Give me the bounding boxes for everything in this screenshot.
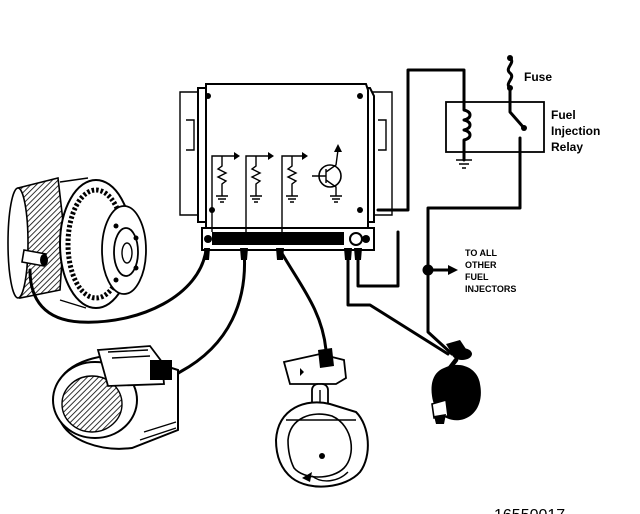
internal-resistor-3 — [281, 152, 308, 232]
crankshaft-flywheel — [7, 177, 147, 309]
injectors-label-line1: TO ALL — [465, 248, 497, 258]
ecu-to-relay-control-wire — [356, 230, 400, 288]
fuse-label: Fuse — [524, 70, 552, 84]
injectors-label-line3: FUEL — [465, 272, 489, 282]
relay-label-line1: Fuel — [551, 108, 576, 122]
relay-label-line2: Injection — [551, 124, 600, 138]
relay-to-ecu-power-wire — [376, 68, 466, 212]
injectors-label-line2: OTHER — [465, 260, 497, 270]
figure-number: 16550017 — [494, 507, 565, 514]
air-flow-meter — [52, 345, 179, 450]
internal-resistor-2 — [245, 152, 274, 232]
other-injectors-label: TO ALL OTHER FUEL INJECTORS — [465, 248, 516, 294]
ecu-wire-plugs — [204, 248, 362, 260]
relay-to-injector-wire — [422, 158, 522, 356]
ecu-to-distributor-wire — [278, 248, 328, 352]
ecu-to-injector-wire — [346, 248, 450, 356]
fuse: Fuse — [506, 55, 552, 91]
distributor-sensor — [274, 348, 369, 488]
fuel-injection-relay: Fuel Injection Relay — [445, 86, 600, 169]
relay-label-line3: Relay — [551, 140, 583, 154]
internal-resistor-1 — [211, 152, 240, 232]
ecu-to-airflow-meter-wire — [166, 248, 247, 382]
ecu-to-crank-sensor-wire — [28, 248, 208, 324]
fuel-injector — [431, 340, 481, 424]
injectors-label-line4: INJECTORS — [465, 284, 516, 294]
internal-transistor — [312, 144, 342, 203]
